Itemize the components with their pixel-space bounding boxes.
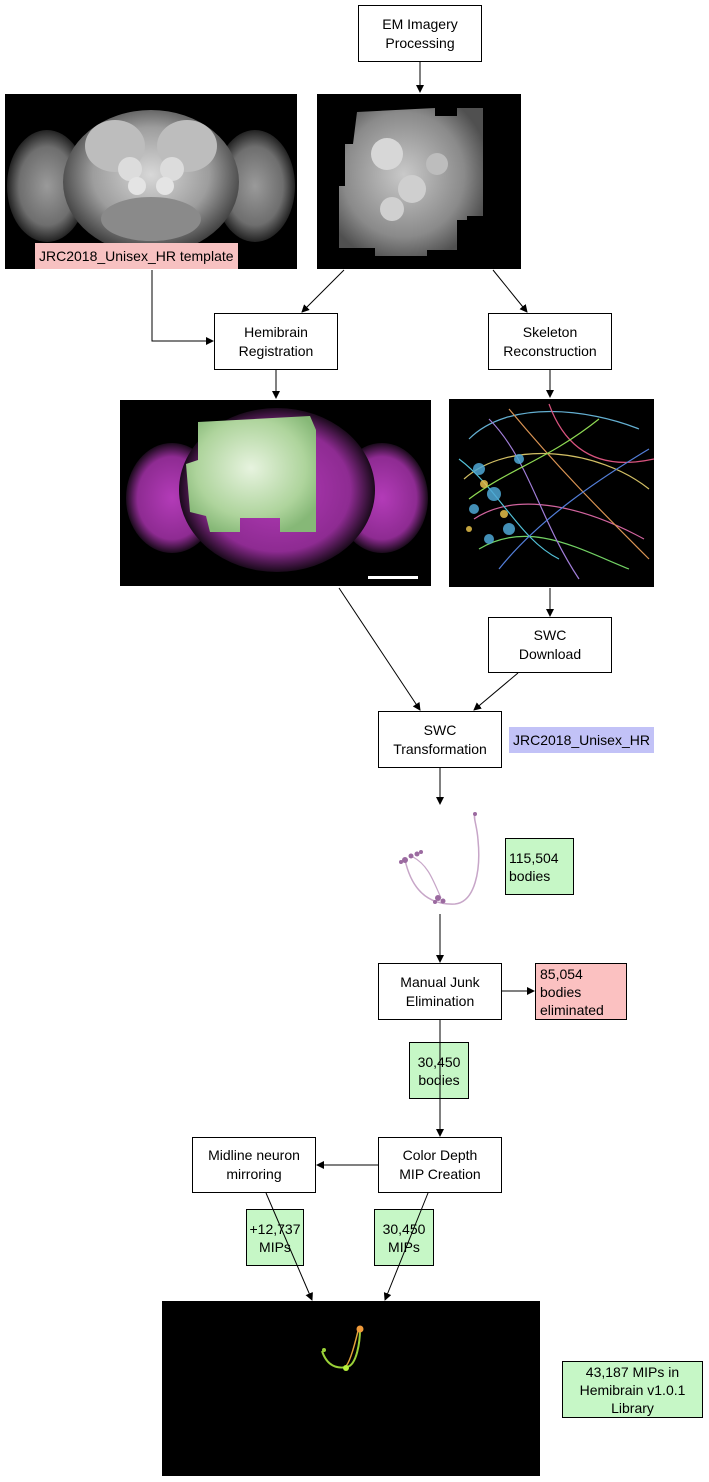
arrow-em-image-to-registration <box>301 269 345 313</box>
registration-overlay-image <box>120 400 431 586</box>
mirrored-mips-tag: +12,737 MIPs <box>246 1209 304 1266</box>
single-neuron-drawing <box>399 812 480 905</box>
arrow-download-to-transformation <box>473 672 519 711</box>
skeleton-drawing <box>458 403 654 580</box>
template-brain-drawing <box>7 110 295 254</box>
arrow-em-image-to-skeleton <box>492 269 528 313</box>
bodies-total-tag: 115,504 bodies <box>505 838 574 895</box>
arrow-overlay-to-transformation <box>338 587 421 711</box>
registration-overlay-drawing <box>126 408 428 579</box>
library-count-tag: 43,187 MIPs in Hemibrain v1.0.1 Library <box>562 1361 703 1418</box>
arrow-colordepth-to-library <box>383 1192 429 1301</box>
library-mip-drawing <box>321 1325 364 1371</box>
bodies-eliminated-tag: 85,054 bodies eliminated <box>535 963 627 1020</box>
hemibrain-registration-box: Hemibrain Registration <box>214 313 338 370</box>
swc-download-box: SWC Download <box>488 617 612 673</box>
bodies-kept-tag: 30,450 bodies <box>409 1042 469 1099</box>
arrow-template-to-registration <box>151 270 214 345</box>
em-imagery-image <box>317 94 521 269</box>
midline-neuron-mirroring-box: Midline neuron mirroring <box>192 1137 316 1193</box>
color-depth-mip-creation-box: Color Depth MIP Creation <box>378 1137 502 1193</box>
template-label: JRC2018_Unisex_HR template <box>35 243 238 269</box>
transform-target-label: JRC2018_Unisex_HR <box>509 727 654 753</box>
created-mips-tag: 30,450 MIPs <box>374 1209 434 1266</box>
em-imagery-drawing <box>339 108 483 256</box>
single-neuron-image <box>393 810 488 912</box>
arrow-midline-to-library <box>265 1192 313 1301</box>
skeleton-reconstruction-box: Skeleton Reconstruction <box>488 313 612 370</box>
library-mip-image <box>162 1301 540 1476</box>
manual-junk-elimination-box: Manual Junk Elimination <box>378 963 502 1020</box>
swc-transformation-box: SWC Transformation <box>378 711 502 768</box>
jrc2018-template-image <box>5 94 297 269</box>
em-imagery-processing-box: EM Imagery Processing <box>358 5 482 62</box>
skeleton-image <box>449 399 654 587</box>
